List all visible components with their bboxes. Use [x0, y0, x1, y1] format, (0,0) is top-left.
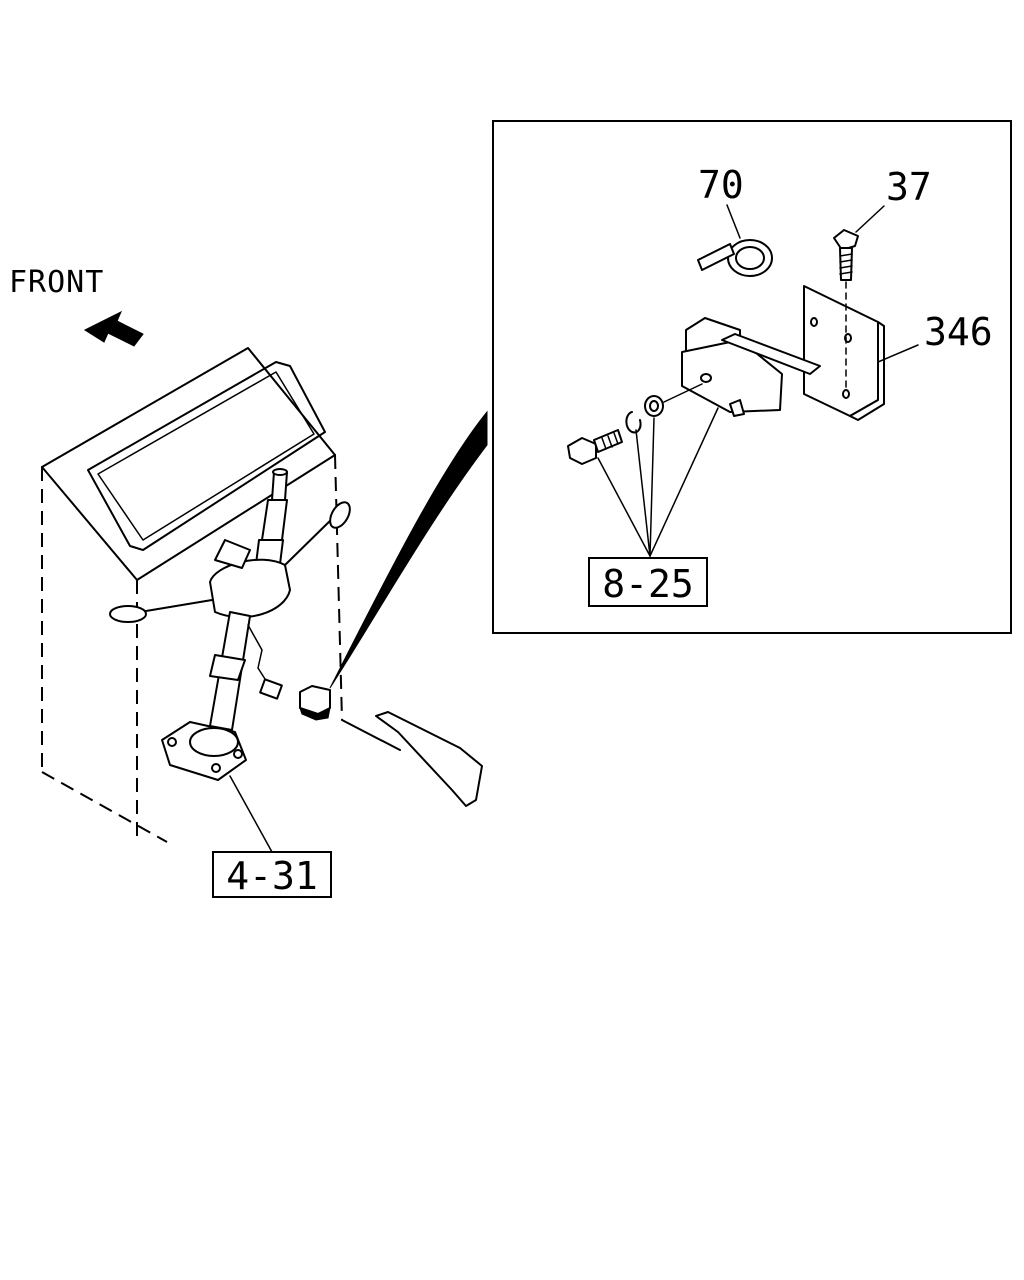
hose-clip	[697, 239, 773, 277]
steering-column	[109, 468, 351, 781]
part-label-70: 70	[698, 163, 744, 207]
leader-70	[726, 204, 741, 239]
dashboard-panel	[41, 347, 401, 843]
leader-4-31	[229, 775, 273, 853]
callout-wedge	[329, 410, 488, 689]
brake-switch-detail	[681, 317, 821, 417]
ref-label-4-31: 4-31	[226, 854, 318, 898]
leader-8-25	[597, 407, 719, 557]
part-label-346: 346	[924, 310, 993, 354]
ref-box-4-31: 4-31	[212, 851, 332, 898]
leader-346	[877, 344, 919, 363]
ref-label-8-25: 8-25	[602, 562, 694, 606]
plain-washer	[644, 395, 664, 417]
part-label-37: 37	[886, 165, 932, 209]
detail-box	[492, 120, 1012, 634]
mounting-bolt	[833, 229, 859, 281]
leader-37	[855, 205, 885, 233]
switch-bracket	[803, 285, 885, 421]
screw-axis	[663, 383, 703, 403]
pedal-lever	[375, 711, 483, 807]
screw	[567, 429, 623, 465]
brake-switch	[299, 685, 331, 721]
front-label: FRONT	[9, 265, 104, 300]
spring-washer	[625, 411, 642, 434]
arrow-up-left-icon	[83, 310, 144, 347]
ref-box-8-25: 8-25	[588, 557, 708, 607]
